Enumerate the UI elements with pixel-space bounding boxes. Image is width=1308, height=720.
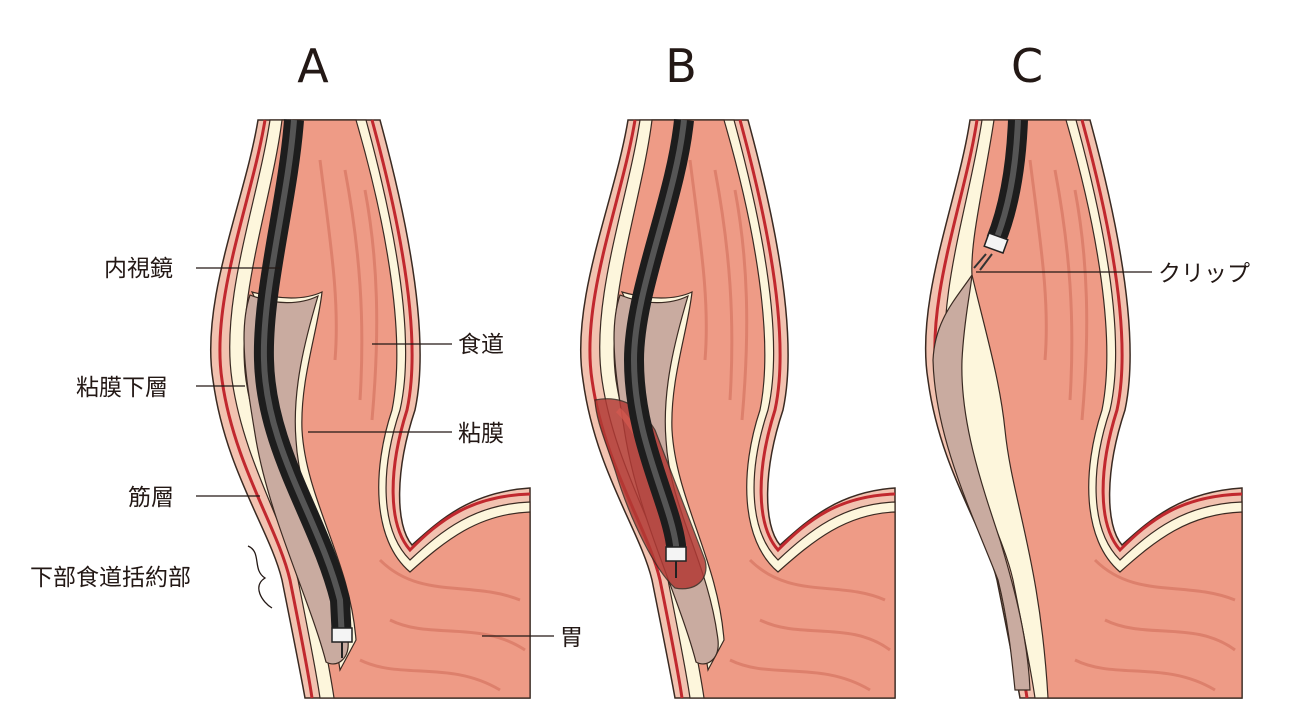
panel-c-closed-tunnel	[932, 274, 1031, 691]
panel-c-lumen	[971, 119, 1243, 699]
label-endoscope: 内視鏡	[104, 256, 173, 282]
panel-c-clip	[973, 253, 993, 271]
panel-a-letter: A	[297, 39, 329, 93]
panel-c-letter: C	[1011, 39, 1043, 93]
label-esophagus: 食道	[458, 332, 504, 358]
panel-b-letter: B	[665, 39, 697, 93]
label-submucosa: 粘膜下層	[76, 375, 168, 401]
label-stomach: 胃	[560, 625, 583, 651]
panel-c: C クリップ	[924, 39, 1250, 699]
label-muscle-layer: 筋層	[128, 485, 174, 511]
panel-b: B	[579, 39, 896, 699]
label-mucosa: 粘膜	[458, 421, 504, 447]
label-clip: クリップ	[1158, 261, 1250, 287]
panel-a: A 内視鏡 粘膜下層 筋層 下	[30, 39, 583, 699]
label-les: 下部食道括約部	[30, 565, 191, 591]
